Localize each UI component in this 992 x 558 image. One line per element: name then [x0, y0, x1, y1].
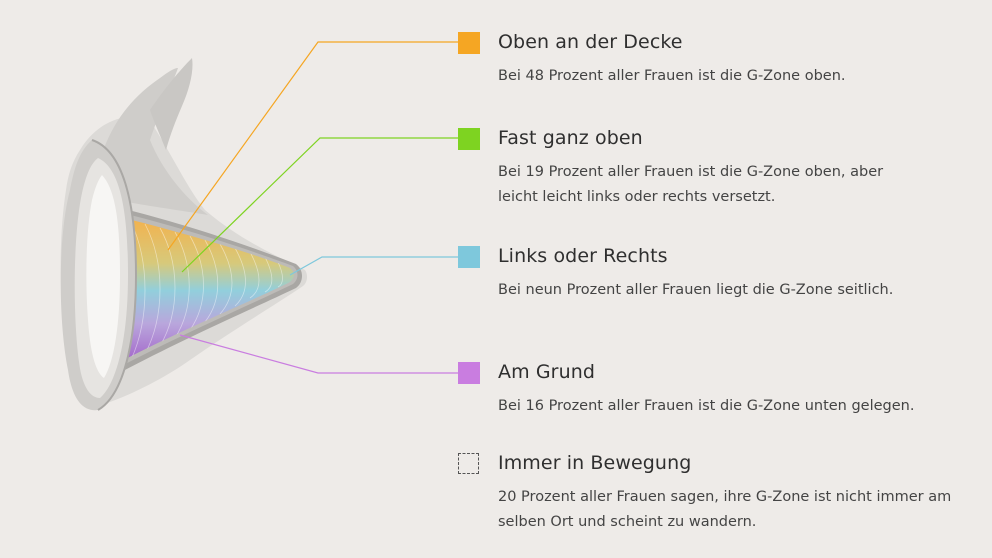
legend-title-bottom: Am Grund — [498, 361, 596, 383]
legend-title-almost-top: Fast ganz oben — [498, 127, 643, 149]
labia-outline — [91, 139, 138, 411]
tip-fold-shape — [150, 58, 193, 150]
leader-line-almost-top — [181, 137, 458, 273]
leader-line-bottom — [179, 334, 458, 374]
leader-line-side — [289, 256, 458, 276]
orange-square-icon — [458, 32, 480, 54]
legend-desc-top: Bei 48 Prozent aller Frauen ist die G-Zo… — [498, 68, 846, 84]
legend-title-top: Oben an der Decke — [498, 31, 683, 53]
legend-title-moving: Immer in Bewegung — [498, 452, 692, 474]
leader-line-top — [167, 41, 458, 251]
legend-title-side: Links oder Rechts — [498, 245, 668, 267]
legend-desc-bottom: Bei 16 Prozent aller Frauen ist die G-Zo… — [498, 398, 915, 414]
legend-desc-side: Bei neun Prozent aller Frauen liegt die … — [498, 282, 894, 298]
green-square-icon — [458, 128, 480, 150]
zone-contour-lines — [129, 219, 283, 363]
g-zone-gradient — [112, 215, 294, 366]
labia-highlight-shape — [86, 175, 120, 378]
light-blue-square-icon — [458, 246, 480, 268]
dashed-square-icon — [458, 453, 479, 474]
legend-desc-almost-top: Bei 19 Prozent aller Frauen ist die G-Zo… — [498, 164, 884, 205]
purple-square-icon — [458, 362, 480, 384]
hood-fold-shape — [99, 68, 208, 215]
legend-desc-moving: 20 Prozent aller Frauen sagen, ihre G-Zo… — [498, 489, 952, 530]
